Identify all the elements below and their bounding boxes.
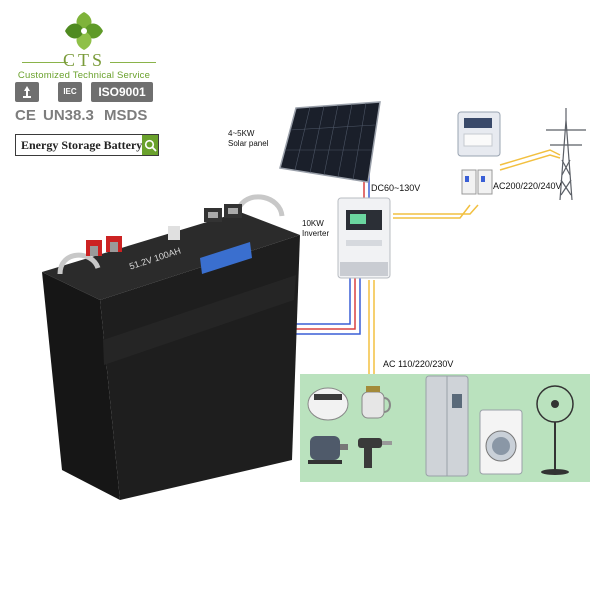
battery-unit (42, 194, 300, 500)
msds-mark: MSDS (104, 107, 148, 124)
brand-tagline: Customized Technical Service (17, 70, 151, 81)
solar-panel (279, 101, 381, 183)
appliance-group (307, 375, 574, 477)
search-icon (144, 139, 157, 152)
cts-flower-logo-icon (65, 12, 103, 50)
ce-mark: CE (15, 107, 36, 124)
recycle-icon (23, 86, 31, 98)
brand-rule-right (110, 62, 156, 63)
search-button[interactable] (142, 135, 158, 155)
iec-badge-label: IEC (63, 87, 77, 96)
search-text: Energy Storage Battery (21, 137, 143, 152)
iso9001-badge: ISO9001 (91, 82, 153, 102)
motor-icon (308, 436, 348, 464)
fan-icon (536, 385, 574, 475)
solar-panel-label: 4~5KW Solar panel (228, 129, 269, 148)
brand-name: CTS (62, 50, 105, 70)
rice-cooker-icon (307, 387, 349, 421)
inverter-label: 10KW Inverter (302, 219, 330, 238)
dc-voltage-label: DC60~130V (371, 183, 421, 193)
electric-meter (457, 111, 501, 195)
inverter (337, 197, 391, 279)
un383-mark: UN38.3 (43, 107, 94, 124)
refrigerator-icon (425, 375, 469, 477)
recycle-badge (15, 82, 39, 102)
transmission-tower (546, 108, 586, 201)
ac-wires (368, 149, 561, 374)
drill-icon (358, 438, 392, 468)
ac-load-voltage-label: AC 110/220/230V (383, 359, 454, 369)
battery-inverter-wires (283, 262, 361, 335)
brand-rule-left (22, 62, 68, 63)
iec-badge: IEC (58, 82, 82, 102)
ac-grid-voltage-label: AC200/220/240V (493, 181, 562, 191)
product-search-box[interactable]: Energy Storage Battery (15, 134, 159, 156)
washing-machine-icon (479, 409, 523, 475)
kettle-icon (361, 386, 391, 419)
